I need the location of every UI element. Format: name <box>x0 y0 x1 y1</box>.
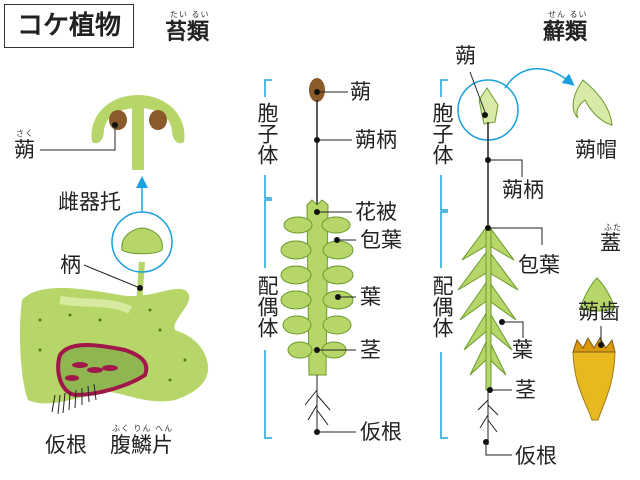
liverwort-capsule-ruby: さく <box>16 129 34 138</box>
moss-heading: 蘚類 <box>543 20 588 45</box>
archegoniophore-large <box>40 95 185 170</box>
middle-brackets <box>264 79 272 439</box>
right-moss-plant <box>457 71 543 456</box>
middle-bract-label: 包葉 <box>360 228 402 252</box>
middle-gametophyte-label: 配偶体 <box>255 275 279 338</box>
middle-stem-label: 茎 <box>360 338 381 362</box>
archegoniophore-label: 雌器托 <box>58 190 121 214</box>
liverwort-thallus <box>20 288 209 415</box>
liverwort-heading-ruby: たい るい <box>170 10 210 19</box>
middle-leaf-label: 葉 <box>360 285 381 309</box>
middle-seta-label: 蒴柄 <box>355 128 397 152</box>
arrow-to-calyptra <box>504 68 575 89</box>
moss-gametophyte-label: 配偶体 <box>430 275 454 338</box>
page-title: コケ植物 <box>4 4 134 48</box>
middle-sporophyte-label: 胞子体 <box>255 102 279 165</box>
middle-rhizoid-label: 仮根 <box>360 420 402 444</box>
calyptra-label: 蒴帽 <box>575 138 617 162</box>
moss-seta-label: 蒴柄 <box>502 178 544 202</box>
moss-leaf-label: 葉 <box>512 338 533 362</box>
moss-bract-label: 包葉 <box>518 253 560 277</box>
liverwort-rhizoid-label: 仮根 <box>45 433 87 457</box>
ventral-scale-label: 腹鱗片 <box>110 433 173 457</box>
operculum-ruby: ふた <box>604 223 622 232</box>
calyptra-shape <box>572 79 613 126</box>
middle-moss-plant <box>280 78 356 435</box>
middle-perianth-label: 花被 <box>355 200 397 224</box>
ventral-scale-ruby: ふく りん へん <box>112 424 174 433</box>
moss-sporophyte-label: 胞子体 <box>430 102 454 165</box>
moss-heading-ruby: せん るい <box>548 10 588 19</box>
liverwort-heading: 苔類 <box>165 20 210 45</box>
operculum-shape <box>579 277 616 312</box>
moss-stem-label: 茎 <box>515 378 536 402</box>
liverwort-capsule-label: 蒴 <box>14 138 35 162</box>
stalk-label: 柄 <box>60 253 81 277</box>
right-brackets <box>440 79 448 439</box>
operculum-label: 蓋 <box>600 231 621 255</box>
middle-capsule-label: 蒴 <box>350 80 371 104</box>
peristome-label: 蒴歯 <box>578 300 620 324</box>
capsule-peristome-shape <box>572 326 616 421</box>
moss-capsule-label: 蒴 <box>455 44 476 68</box>
moss-rhizoid-label: 仮根 <box>515 444 557 468</box>
